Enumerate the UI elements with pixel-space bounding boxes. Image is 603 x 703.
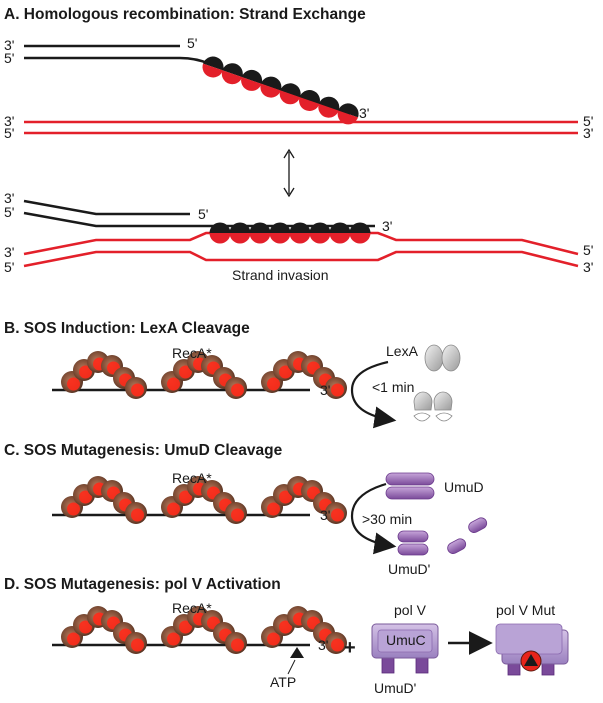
panel-a-bottom-reca-filament xyxy=(209,222,371,244)
panel-d-title: D. SOS Mutagenesis: pol V Activation xyxy=(4,576,281,593)
panel-a-top-duplex-left-3: 3' xyxy=(4,113,14,129)
panel-a-bottom-overhang-5: 5' xyxy=(198,206,208,222)
umuc-label: UmuC xyxy=(386,632,426,648)
panel-a-top-duplex-right-5: 5' xyxy=(583,113,593,129)
polv-mut-label: pol V Mut xyxy=(496,602,555,618)
umud-prime-icon xyxy=(397,530,429,556)
panel-b-lexa-label: LexA xyxy=(386,343,419,359)
panel-a-bottom-left-5: 5' xyxy=(4,204,14,220)
plus-sign: + xyxy=(344,637,356,659)
reca-monomer xyxy=(289,222,311,244)
panel-c-curved-arrow xyxy=(350,482,397,555)
reca-monomer xyxy=(318,96,340,118)
panel-b-time-label: <1 min xyxy=(372,379,414,395)
polv-complex-icon xyxy=(371,623,439,674)
panel-a-title: A. Homologous recombination: Strand Exch… xyxy=(4,6,366,23)
atp-label: ATP xyxy=(270,674,296,690)
umud-fragment-icon xyxy=(447,517,488,554)
reca-monomer xyxy=(309,222,331,244)
reca-monomer xyxy=(325,377,347,399)
panel-a-bottom-duplex-right-5: 5' xyxy=(583,242,593,258)
panel-c-reca-label: RecA* xyxy=(172,470,212,486)
panel-c-umud-label: UmuD xyxy=(444,479,484,495)
panel-a-top-reca-filament xyxy=(202,56,359,125)
reca-monomer xyxy=(325,502,347,524)
reca-monomer xyxy=(325,632,347,654)
equilibrium-arrow xyxy=(283,148,295,198)
panel-a-bottom-duplex-left-5: 5' xyxy=(4,259,14,275)
panel-a-top-duplex-right-3: 3' xyxy=(583,125,593,141)
panel-a-bottom-left-3: 3' xyxy=(4,190,14,206)
reca-monomer xyxy=(241,69,263,91)
reca-monomer xyxy=(269,222,291,244)
panel-c-title: C. SOS Mutagenesis: UmuD Cleavage xyxy=(4,442,283,459)
polv-mut-complex-icon xyxy=(495,623,569,676)
reca-monomer xyxy=(125,502,147,524)
reca-monomer xyxy=(260,76,282,98)
panel-a-top-left-3: 3' xyxy=(4,37,14,53)
panel-c-end-3: 3' xyxy=(320,507,330,523)
panel-d-reca-label: RecA* xyxy=(172,600,212,616)
panel-a-bottom-filament-3: 3' xyxy=(382,218,392,234)
polv-umud-label: UmuD' xyxy=(374,680,416,696)
panel-b-title: B. SOS Induction: LexA Cleavage xyxy=(4,320,250,337)
reca-monomer xyxy=(225,377,247,399)
panel-b-reca-label: RecA* xyxy=(172,345,212,361)
strand-invasion-label: Strand invasion xyxy=(232,267,329,283)
panel-a-top-filament-3: 3' xyxy=(359,105,369,121)
reca-monomer xyxy=(229,222,251,244)
panel-d-end-3: 3' xyxy=(318,637,328,653)
reca-monomer xyxy=(249,222,271,244)
lexa-dimer-icon xyxy=(424,344,461,372)
reca-monomer xyxy=(125,632,147,654)
reca-monomer xyxy=(329,222,351,244)
reca-monomer xyxy=(279,83,301,105)
panel-a-top-left-5: 5' xyxy=(4,50,14,66)
panel-a-bottom-duplex-left-3: 3' xyxy=(4,244,14,260)
reca-monomer xyxy=(225,632,247,654)
lexa-cleaved-icon xyxy=(413,391,453,422)
panel-d-reca-helix xyxy=(61,606,347,654)
reca-monomer xyxy=(349,222,371,244)
panel-b-curved-arrow xyxy=(350,360,397,429)
panel-c-reca-helix xyxy=(61,476,347,524)
reca-monomer xyxy=(221,63,243,85)
panel-a-top-duplex xyxy=(24,120,578,135)
reca-monomer xyxy=(209,222,231,244)
panel-a-top-duplex-left-5: 5' xyxy=(4,125,14,141)
umud-dimer-icon xyxy=(385,472,435,500)
panel-a-top-overhang-5: 5' xyxy=(187,35,197,51)
reca-monomer xyxy=(299,90,320,111)
panel-b-reca-helix xyxy=(61,351,347,399)
polv-label: pol V xyxy=(394,602,427,618)
reca-monomer xyxy=(202,56,224,78)
atp-icon xyxy=(287,647,304,675)
panel-a-bottom-duplex-right-3: 3' xyxy=(583,259,593,275)
panel-c-time-label: >30 min xyxy=(362,511,412,527)
panel-c-umud-prime-label: UmuD' xyxy=(388,561,430,577)
reca-monomer xyxy=(225,502,247,524)
reca-monomer xyxy=(125,377,147,399)
panel-b-end-3: 3' xyxy=(320,382,330,398)
